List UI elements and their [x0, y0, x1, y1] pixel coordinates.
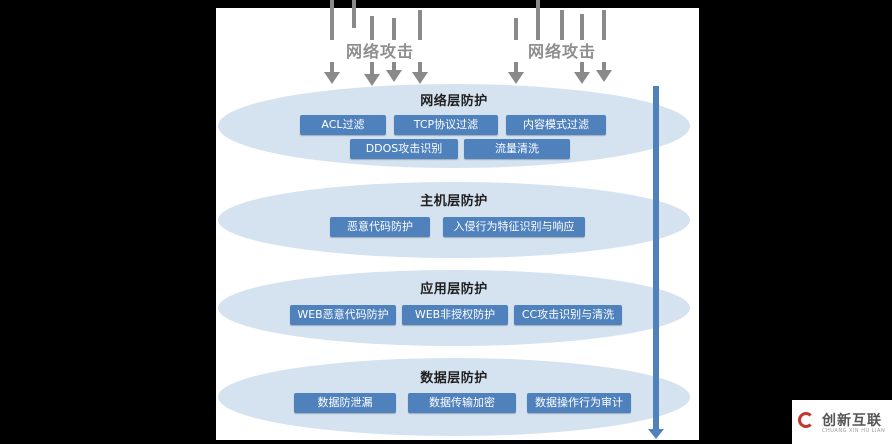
- attack-label: 网络攻击: [345, 42, 414, 61]
- tag-data-transfer-encrypt: 数据传输加密: [408, 393, 516, 413]
- attack-bar: [602, 10, 606, 40]
- watermark: 创新互联 CHUANG XIN HU LIAN: [792, 400, 892, 444]
- attack-bar: [370, 16, 374, 40]
- attack-bar: [514, 18, 518, 40]
- attack-arrow-icon: [596, 70, 612, 82]
- watermark-text: 创新互联: [822, 413, 882, 429]
- flow-arrow-icon: [648, 429, 664, 439]
- tag-content-filter: 内容模式过滤: [506, 115, 606, 135]
- layer-title: 应用层防护: [420, 282, 488, 297]
- tag-data-audit: 数据操作行为审计: [527, 393, 631, 413]
- attack-bar: [580, 14, 584, 40]
- watermark-subtext: CHUANG XIN HU LIAN: [822, 428, 886, 434]
- network-layer-ellipse: 网络层防护 ACL过滤 TCP协议过滤 内容模式过滤 DDOS攻击识别 流量清洗: [218, 84, 690, 168]
- attack-arrow-icon: [324, 72, 340, 84]
- tag-tcp-filter: TCP协议过滤: [394, 115, 498, 135]
- attack-arrow-icon: [508, 72, 524, 84]
- tag-ddos-detect: DDOS攻击识别: [350, 139, 458, 159]
- tag-web-malware: WEB恶意代码防护: [290, 305, 396, 325]
- attack-bar: [418, 10, 422, 40]
- attack-arrow-icon: [574, 72, 590, 84]
- attack-bar: [352, 0, 356, 28]
- attack-bar: [330, 0, 334, 40]
- app-layer-ellipse: 应用层防护 WEB恶意代码防护 WEB非授权防护 CC攻击识别与清洗: [218, 270, 690, 346]
- tag-web-unauthorized: WEB非授权防护: [402, 305, 508, 325]
- flow-arrow-shaft: [653, 86, 659, 430]
- layer-title: 网络层防护: [420, 94, 488, 109]
- host-layer-ellipse: 主机层防护 恶意代码防护 入侵行为特征识别与响应: [218, 182, 690, 258]
- attack-arrow-icon: [364, 74, 380, 86]
- attack-bar: [602, 62, 606, 70]
- attack-bar: [560, 10, 564, 40]
- attack-bar: [392, 18, 396, 40]
- layer-title: 主机层防护: [420, 194, 488, 209]
- tag-data-leak-prevention: 数据防泄漏: [294, 393, 396, 413]
- attack-bar: [330, 62, 334, 72]
- attack-label: 网络攻击: [527, 42, 596, 61]
- tag-traffic-scrub: 流量清洗: [464, 139, 570, 159]
- attack-bar: [536, 0, 540, 40]
- attack-bar: [418, 62, 422, 72]
- attack-bar: [514, 62, 518, 72]
- attack-arrow-icon: [412, 72, 428, 84]
- tag-intrusion-response: 入侵行为特征识别与响应: [443, 217, 585, 237]
- attack-bar: [392, 62, 396, 70]
- network-attack-group-left: 网络攻击: [320, 0, 440, 86]
- attack-bar: [370, 62, 374, 74]
- tag-malware-protect: 恶意代码防护: [330, 217, 430, 237]
- attack-bar: [580, 62, 584, 72]
- attack-arrow-icon: [386, 70, 402, 82]
- tag-cc-attack: CC攻击识别与清洗: [514, 305, 622, 325]
- data-layer-ellipse: 数据层防护 数据防泄漏 数据传输加密 数据操作行为审计: [218, 358, 690, 436]
- brand-logo-icon: [798, 412, 814, 428]
- layer-title: 数据层防护: [420, 371, 488, 386]
- network-attack-group-right: 网络攻击: [502, 0, 622, 86]
- tag-acl-filter: ACL过滤: [300, 115, 386, 135]
